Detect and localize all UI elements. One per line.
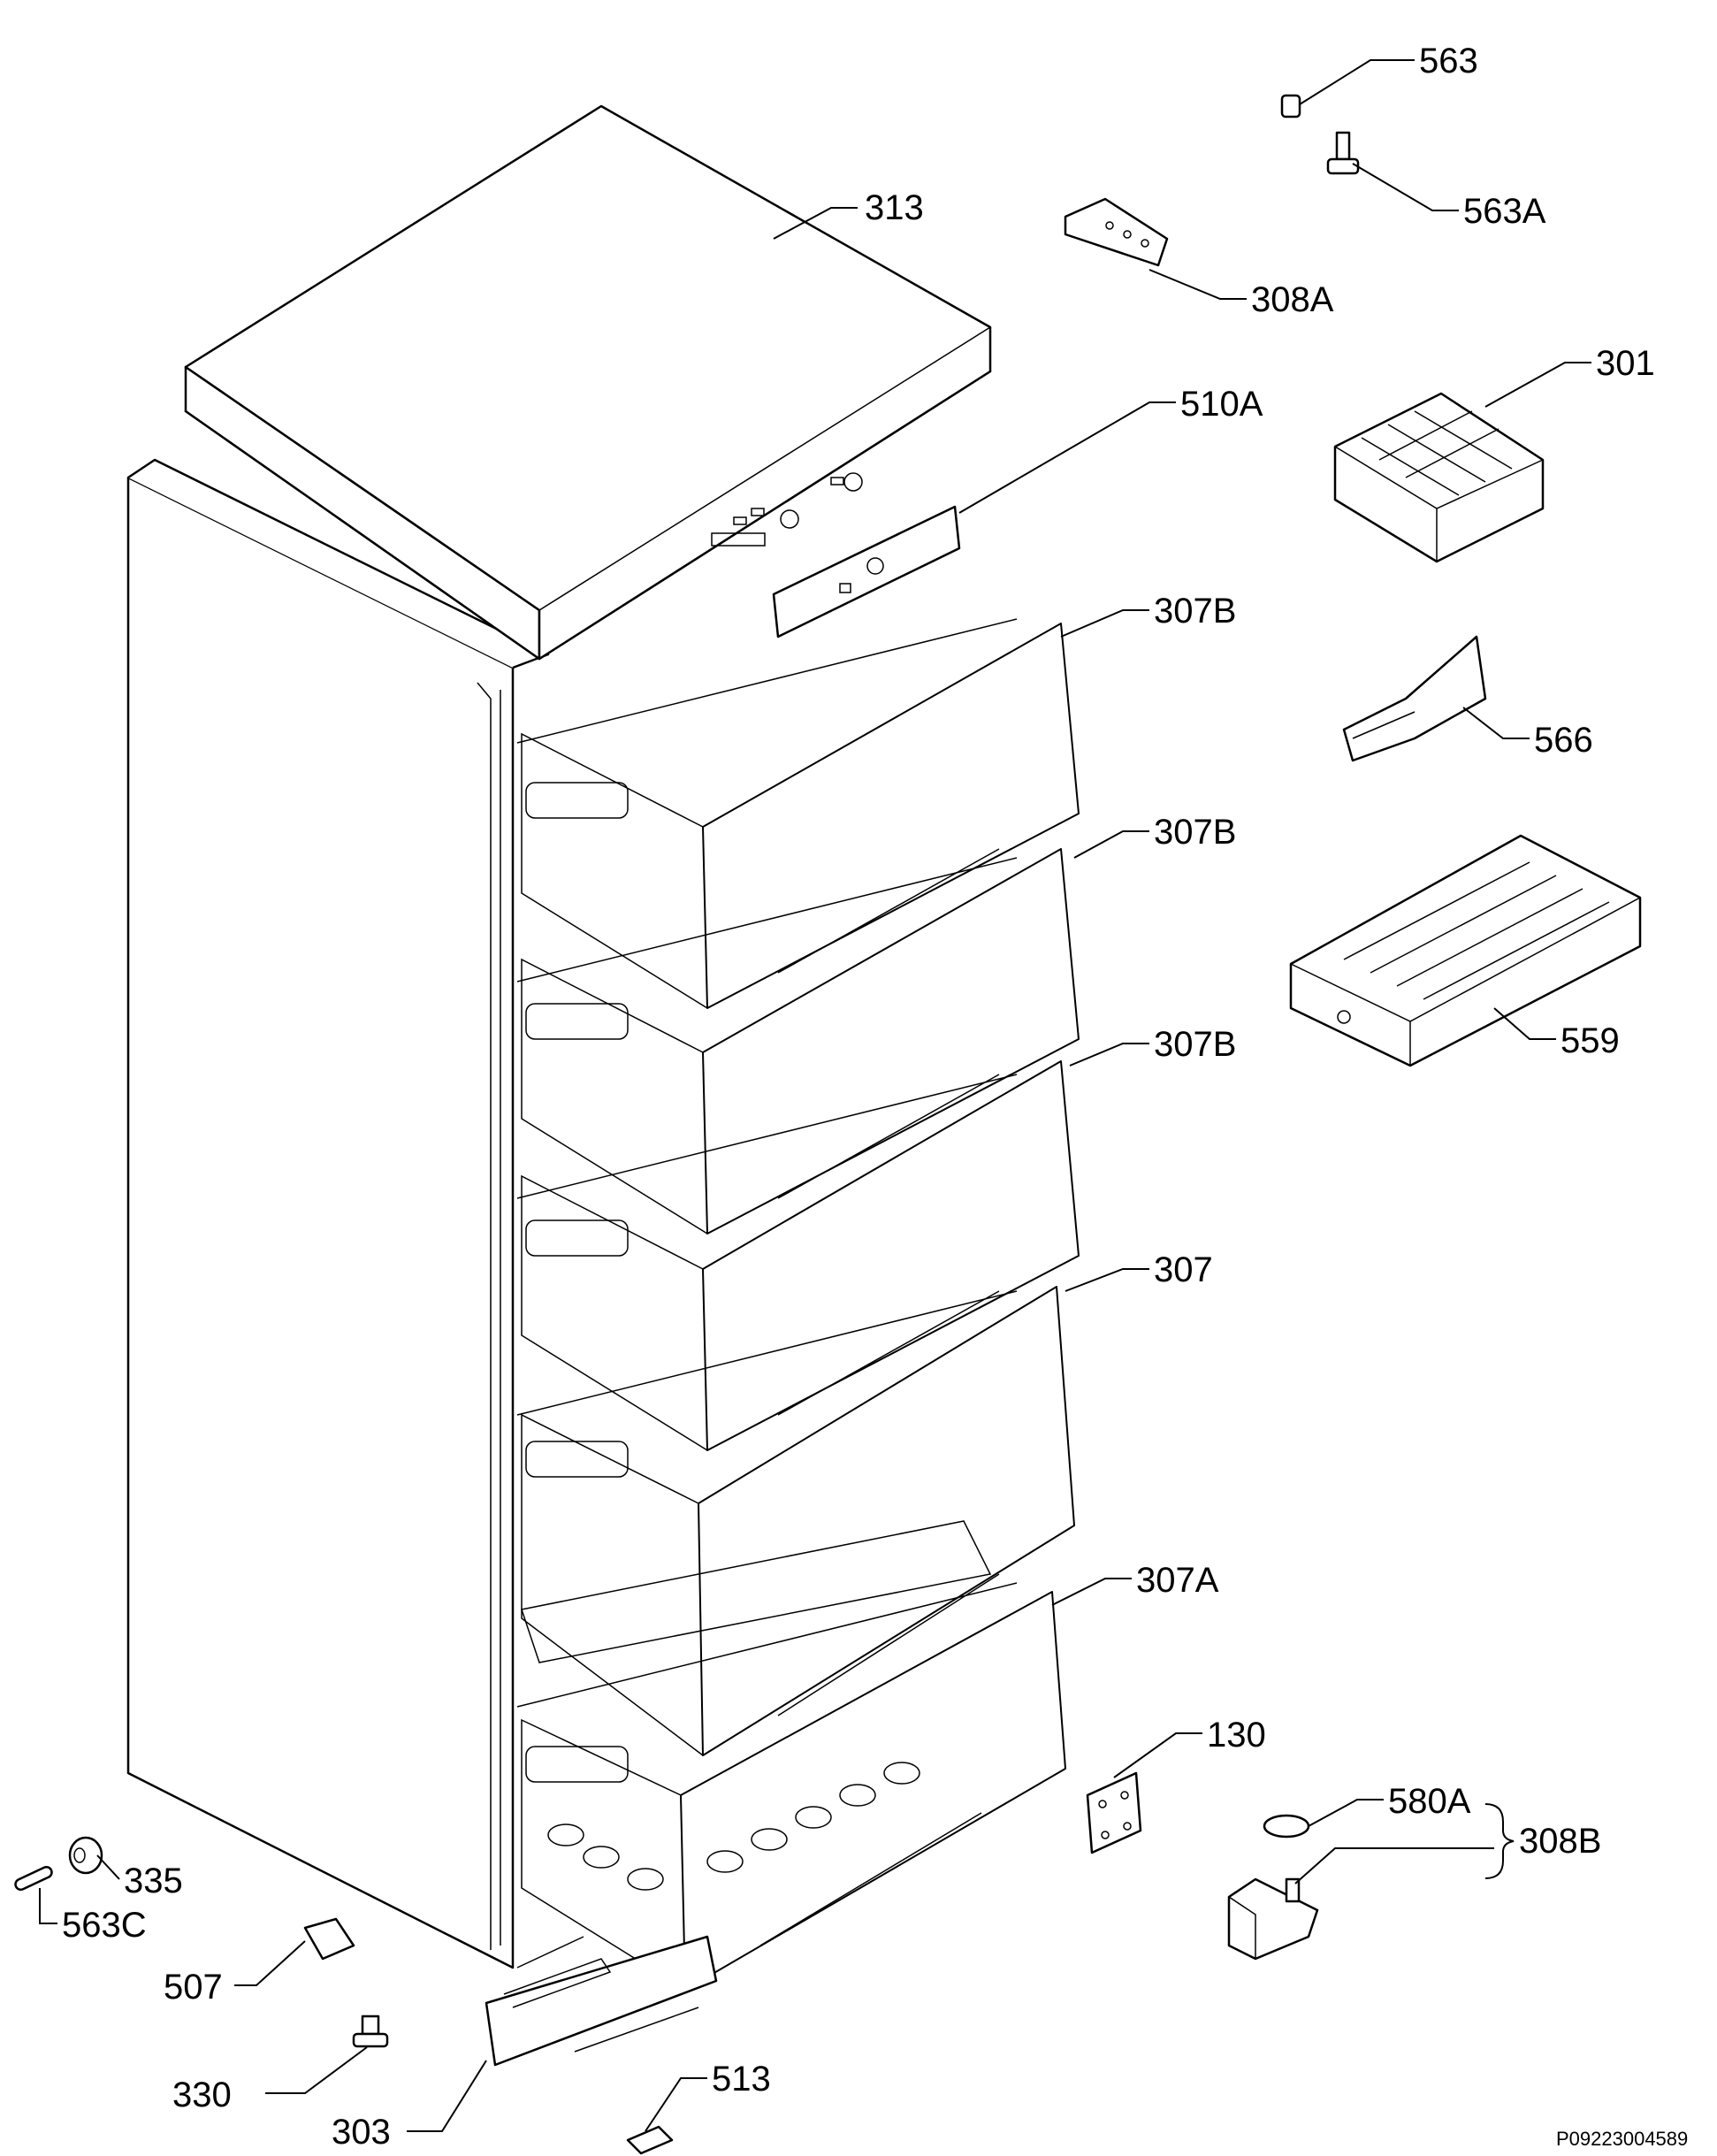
drawer-307b-lower xyxy=(521,1060,1080,1451)
callout-307b-2: 307B xyxy=(1154,813,1236,852)
cold-accumulator-559 xyxy=(1289,834,1642,1067)
callout-566: 566 xyxy=(1534,721,1593,760)
callout-313: 313 xyxy=(865,188,924,227)
callout-labels: 563 563A 313 308A 301 510A 307B 566 307B… xyxy=(62,42,1688,2152)
callout-307: 307 xyxy=(1154,1250,1213,1289)
callout-513: 513 xyxy=(712,2060,771,2099)
drawer-307a xyxy=(521,1591,1066,1991)
callout-563a: 563A xyxy=(1463,192,1546,231)
drawer-307b-top xyxy=(521,623,1080,1009)
callout-580a: 580A xyxy=(1388,1782,1471,1821)
callout-559: 559 xyxy=(1561,1021,1620,1060)
callout-335: 335 xyxy=(124,1862,183,1900)
ice-scraper-566 xyxy=(1342,635,1487,762)
callout-308a: 308A xyxy=(1251,280,1334,319)
small-parts-left xyxy=(14,1836,674,2155)
callout-303: 303 xyxy=(332,2113,391,2152)
callout-308b: 308B xyxy=(1519,1822,1601,1861)
callout-307b-3: 307B xyxy=(1154,1025,1236,1064)
control-panel-strip xyxy=(772,505,961,638)
ice-tray-301 xyxy=(1333,392,1545,563)
callout-130: 130 xyxy=(1207,1716,1266,1755)
callout-330: 330 xyxy=(172,2076,232,2114)
callout-510a: 510A xyxy=(1180,385,1263,424)
drawer-307 xyxy=(521,1286,1075,1756)
callout-563: 563 xyxy=(1419,42,1478,80)
plinth xyxy=(485,1935,718,2067)
callout-307a: 307A xyxy=(1136,1561,1219,1600)
pin-580a xyxy=(1263,1814,1310,1839)
callout-307b-1: 307B xyxy=(1154,592,1236,631)
hinge-308b xyxy=(1227,1877,1319,1961)
leader-lines xyxy=(39,59,1591,2132)
screw-563 xyxy=(1280,94,1301,119)
hinge-308a xyxy=(1064,197,1169,267)
callout-563c: 563C xyxy=(62,1906,147,1945)
reference-code: P09223004589 xyxy=(1556,2128,1688,2150)
top-cover xyxy=(184,104,992,661)
drawer-307b-middle xyxy=(521,848,1080,1235)
callout-507: 507 xyxy=(164,1968,223,2007)
cabinet-body xyxy=(126,458,584,1969)
callout-301: 301 xyxy=(1596,344,1655,383)
bolt-563a xyxy=(1326,131,1360,175)
plate-130 xyxy=(1086,1771,1142,1854)
interior-shelves xyxy=(516,618,1018,1708)
